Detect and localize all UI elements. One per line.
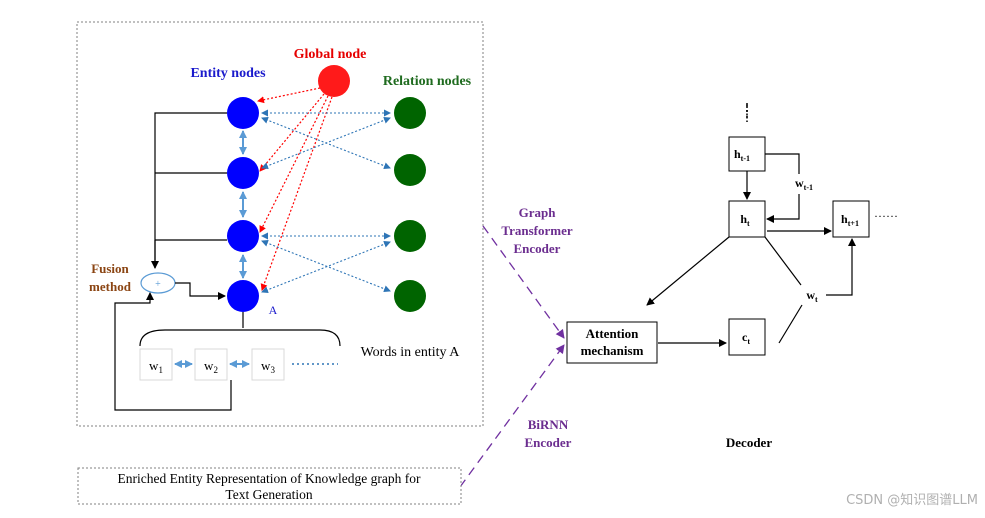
fusion-to-entity-a (175, 282, 226, 300)
words-in-entity-label: Words in entity A (361, 345, 461, 360)
word-1: w1 (149, 358, 163, 375)
word-box-2 (194, 348, 228, 381)
watermark: CSDN @知识图谱LLM (846, 492, 978, 508)
relation-node-1 (394, 97, 426, 129)
global-to-entity-links (257, 87, 333, 291)
encoder-region-box (76, 21, 484, 427)
word-2: w2 (204, 358, 218, 375)
c-t-box (728, 318, 766, 356)
entity-to-fusion-lines (151, 112, 227, 269)
birnn-encoder-arrow (459, 344, 565, 488)
caption-box (77, 467, 462, 505)
h-next-box (832, 200, 870, 238)
fusion-plus: + (155, 279, 161, 290)
c-t-label: ct (742, 330, 750, 346)
caption-line-1: Enriched Entity Representation of Knowle… (118, 471, 421, 486)
attention-label-2: mechanism (581, 343, 644, 358)
global-node (318, 65, 350, 97)
birnn-encoder-label-2: Encoder (525, 435, 572, 450)
h-t-box (728, 200, 766, 238)
graph-encoder-label-3: Encoder (514, 241, 561, 256)
fusion-method-label-2: method (89, 279, 132, 294)
birnn-encoder-label-1: BiRNN (528, 417, 569, 432)
h-t-label: ht (740, 212, 750, 228)
w-t-label: wt (806, 288, 818, 304)
relation-node-3 (394, 220, 426, 252)
h-next-label: ht+1 (841, 212, 859, 228)
word-feedback-loop (114, 292, 232, 411)
decoder-label: Decoder (726, 435, 772, 450)
entity-relation-links (261, 109, 391, 294)
global-node-label: Global node (294, 47, 367, 62)
word-3: w3 (261, 358, 275, 375)
relation-nodes-label: Relation nodes (383, 74, 472, 89)
fusion-method-label-1: Fusion (91, 261, 129, 276)
words-brace (139, 329, 341, 347)
entity-nodes-label: Entity nodes (190, 66, 266, 81)
attention-box (566, 321, 658, 364)
word-box-1 (139, 348, 173, 381)
relation-node-2 (394, 154, 426, 186)
entity-node-a (227, 280, 259, 312)
relation-node-4 (394, 280, 426, 312)
caption-line-2: Text Generation (225, 487, 312, 502)
entity-a-label: A (269, 303, 278, 317)
entity-node-2 (227, 157, 259, 189)
h-prev-label: ht-1 (734, 147, 750, 163)
entity-node-1 (227, 97, 259, 129)
decoder-connections (646, 153, 856, 347)
w-prev-label: wt-1 (795, 176, 813, 192)
attention-label-1: Attention (586, 326, 639, 341)
word-box-3 (251, 348, 285, 381)
graph-encoder-label-1: Graph (519, 205, 557, 220)
h-ellipsis: ······ (874, 209, 898, 223)
entity-node-3 (227, 220, 259, 252)
graph-encoder-arrow (482, 225, 565, 339)
graph-encoder-label-2: Transformer (501, 223, 572, 238)
